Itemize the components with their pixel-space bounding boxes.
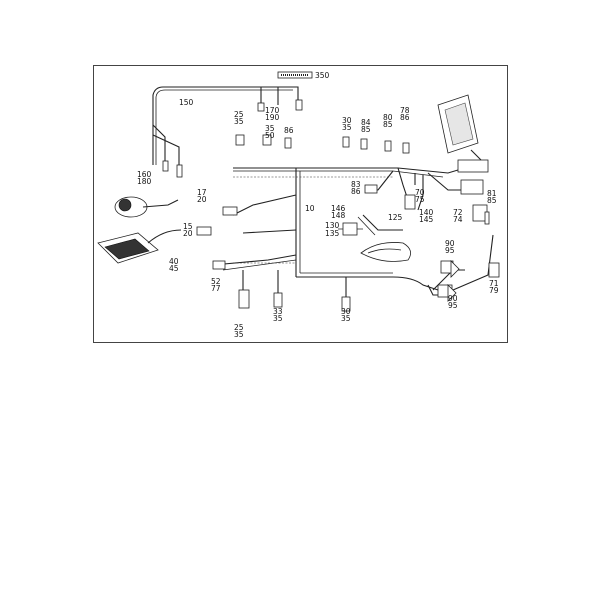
callout-80-1: 80	[383, 113, 393, 122]
part-code-header: 350	[277, 71, 330, 80]
callout-15-1: 15	[183, 222, 193, 231]
component-motor	[114, 196, 179, 218]
callout-40-2: 45	[169, 264, 179, 273]
callout-146-2: 148	[331, 211, 346, 220]
callout-130-2: 135	[325, 229, 340, 238]
callout-83-1: 83	[351, 180, 361, 189]
callout-72-1: 72	[453, 208, 463, 217]
component-dome-cover	[360, 242, 411, 262]
callout-30b-1: 30	[341, 307, 351, 316]
component-sensor-90	[447, 260, 460, 302]
callout-40-1: 40	[169, 257, 179, 266]
harness-150	[152, 86, 303, 178]
callout-146-1: 146	[331, 204, 346, 213]
callout-70-2: 75	[415, 195, 425, 204]
part-code-label: 350	[315, 71, 330, 80]
callout-83-2: 86	[351, 187, 361, 196]
callout-81-1: 81	[487, 189, 497, 198]
connectors	[196, 134, 500, 312]
callout-35-1: 35	[265, 124, 275, 133]
callout-86-1: 86	[284, 126, 294, 135]
callout-90b-2: 95	[448, 301, 458, 310]
callout-170-2: 190	[265, 113, 280, 122]
callout-52-1: 52	[211, 277, 221, 286]
callout-30a-2: 35	[342, 123, 352, 132]
callout-160-2: 180	[137, 177, 152, 186]
callout-17-1: 17	[197, 188, 207, 197]
callout-90b-1: 90	[448, 294, 458, 303]
callout-81-2: 85	[487, 196, 497, 205]
component-control-unit	[97, 229, 182, 264]
callout-25b-1: 25	[234, 323, 244, 332]
callout-52-2: 77	[211, 284, 221, 293]
component-sensor-130	[338, 222, 363, 236]
callout-70-1: 70	[415, 188, 425, 197]
callout-35-2: 50	[265, 131, 275, 140]
callout-15-2: 20	[183, 229, 193, 238]
callout-80-2: 85	[383, 120, 393, 129]
callout-78-1: 78	[400, 106, 410, 115]
callout-84-2: 85	[361, 125, 371, 134]
callout-30b-2: 35	[341, 314, 351, 323]
component-relay-module	[437, 94, 482, 161]
callout-90a-1: 90	[445, 239, 455, 248]
callout-125-1: 125	[388, 213, 403, 222]
callout-10-1: 10	[305, 204, 315, 213]
harness-10	[212, 166, 494, 297]
callout-17-2: 20	[197, 195, 207, 204]
callout-71-2: 79	[489, 286, 499, 295]
callout-labels: 150 170 190 25 35 35 50 86 30 35 84 85 8…	[137, 98, 499, 339]
callout-30a-1: 30	[342, 116, 352, 125]
callout-72-2: 74	[453, 215, 463, 224]
callout-78-2: 86	[400, 113, 410, 122]
callout-140-1: 140	[419, 208, 434, 217]
callout-33-2: 35	[273, 314, 283, 323]
callout-160-1: 160	[137, 170, 152, 179]
callout-71-1: 71	[489, 279, 499, 288]
callout-130-1: 130	[325, 221, 340, 230]
callout-150-1: 150	[179, 98, 194, 107]
callout-140-2: 145	[419, 215, 434, 224]
callout-90a-2: 95	[445, 246, 455, 255]
callout-25a-1: 25	[234, 110, 244, 119]
callout-33-1: 33	[273, 307, 283, 316]
callout-25a-2: 35	[234, 117, 244, 126]
callout-84-1: 84	[361, 118, 371, 127]
callout-170-1: 170	[265, 106, 280, 115]
wiring-harness-diagram: 350	[97, 71, 500, 339]
callout-25b-2: 35	[234, 330, 244, 339]
